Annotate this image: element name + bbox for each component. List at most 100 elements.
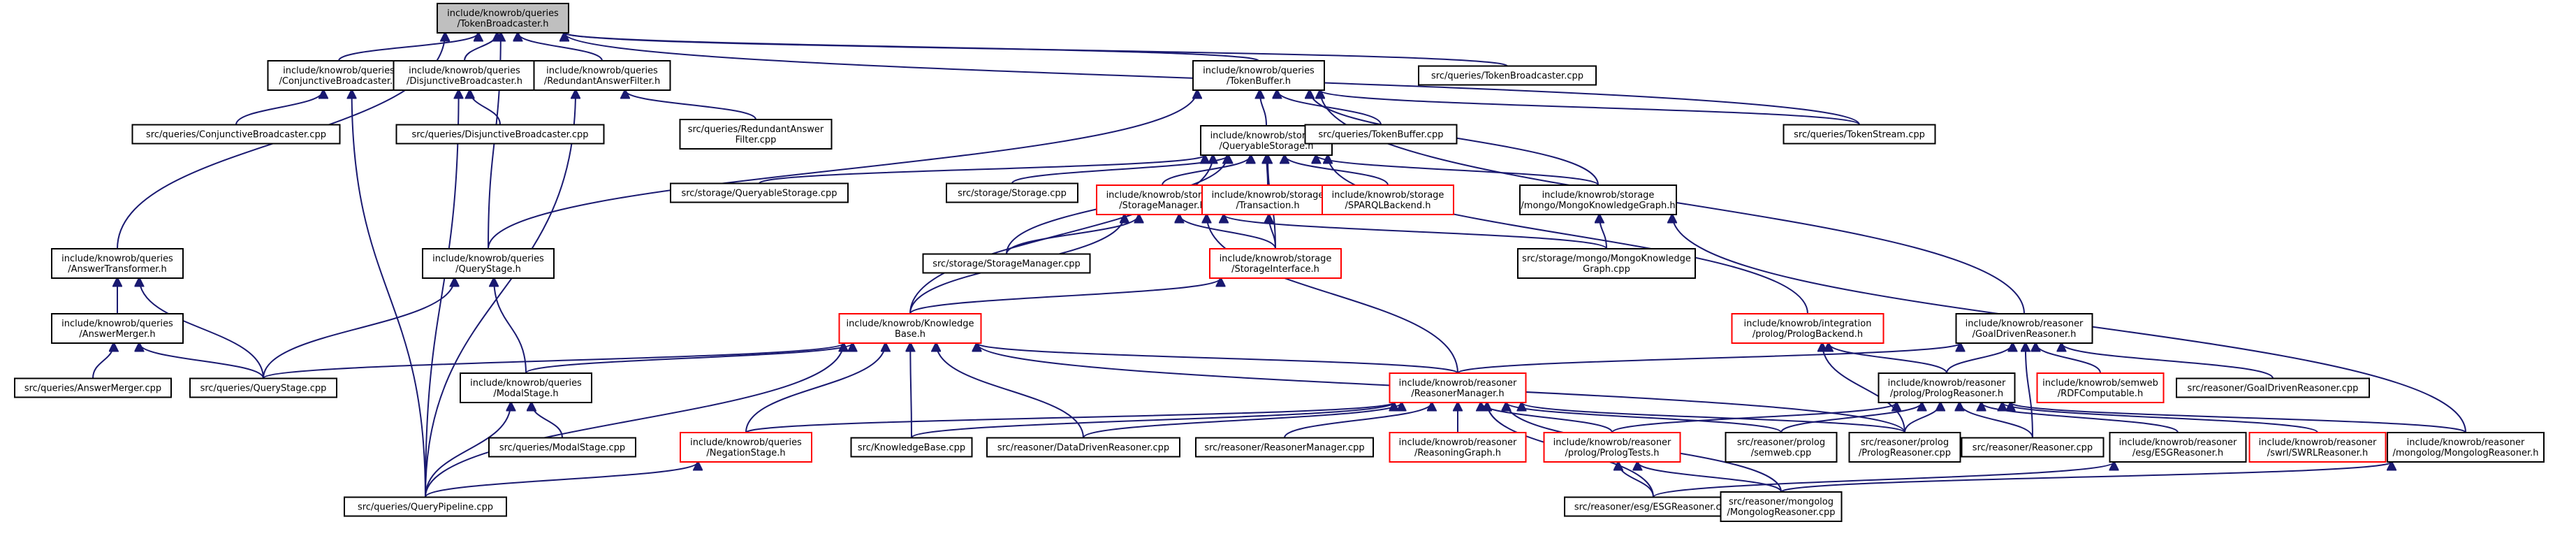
node-box [533,60,671,91]
edge-sm-to-qs [1162,155,1251,186]
node-label: src/storage/QueryableStorage.cpp [681,189,837,199]
node-label: src/queries/TokenStream.cpp [1794,130,1925,140]
node-raf[interactable]: include/knowrob/queries/RedundantAnswerF… [533,60,671,91]
node-rcpp[interactable]: src/reasoner/Reasoner.cpp [1961,437,2105,458]
node-am[interactable]: include/knowrob/queries/AnswerMerger.h [51,313,184,344]
node-box [2248,432,2387,463]
node-box [922,253,1091,274]
node-ppr[interactable]: include/knowrob/reasoner/prolog/PrologRe… [1878,372,2016,403]
edge-ppb-to-qs [1328,155,1808,314]
node-si[interactable]: include/knowrob/storage/StorageInterface… [1209,248,1342,279]
node-label: /SPARQLBackend.h [1345,201,1431,211]
node-rmcpp[interactable]: src/reasoner/ReasonerManager.cpp [1195,437,1374,458]
node-tb[interactable]: include/knowrob/queries/TokenBroadcaster… [437,3,569,34]
node-box [1192,60,1325,91]
node-qscpp[interactable]: src/storage/QueryableStorage.cpp [670,182,849,203]
node-tbufcpp[interactable]: src/queries/TokenBuffer.cpp [1304,124,1458,145]
node-label: include/knowrob/reasoner [1966,319,2084,329]
edge-mkgcpp-to-sm [1224,215,1607,249]
edge-qstcpp-to-am [139,343,264,379]
node-mongolog[interactable]: include/knowrob/reasoner/mongolog/Mongol… [2387,432,2545,463]
node-amcpp[interactable]: src/queries/AnswerMerger.cpp [14,377,172,398]
node-box [422,248,555,279]
node-cbcpp[interactable]: src/queries/ConjunctiveBroadcaster.cpp [131,124,341,145]
node-label: src/queries/QueryPipeline.cpp [358,502,493,513]
node-cb[interactable]: include/knowrob/queries/ConjunctiveBroad… [267,60,411,91]
node-ppt[interactable]: include/knowrob/reasoner/prolog/PrologTe… [1543,432,1681,463]
node-qst[interactable]: include/knowrob/queries/QueryStage.h [422,248,555,279]
edge-rcpp-to-ppr [1959,403,2033,438]
node-qpcpp[interactable]: src/queries/QueryPipeline.cpp [344,496,507,517]
edge-swcpp-to-ppr [1780,403,1922,433]
edge-si-to-sm [1179,215,1276,249]
node-box [680,432,812,463]
edge-pprcpp-to-ppb [1822,343,1905,433]
node-sparql[interactable]: include/knowrob/storage/SPARQLBackend.h [1322,184,1454,215]
node-tr[interactable]: include/knowrob/storage/Transaction.h [1201,184,1334,215]
node-tbcpp[interactable]: src/queries/TokenBroadcaster.cpp [1418,65,1597,86]
node-label: /TokenBroadcaster.h [457,19,548,29]
edge-qpcpp-to-raf [425,90,576,498]
edge-mongologcpp-to-ppt [1637,462,1782,493]
node-box [1783,124,1936,145]
node-rm[interactable]: include/knowrob/reasoner/ReasonerManager… [1389,372,1527,403]
edge-kb-to-qs [909,155,1213,314]
node-mongologcpp[interactable]: src/reasoner/mongolog/MongologReasoner.c… [1720,491,1843,522]
nodes-layer: include/knowrob/queries/TokenBroadcaster… [14,3,2545,522]
node-label: src/queries/AnswerMerger.cpp [24,384,161,394]
node-mscpp[interactable]: src/queries/ModalStage.cpp [488,437,636,458]
node-pprcpp[interactable]: src/reasoner/prolog/PrologReasoner.cpp [1848,432,1961,463]
node-label: Graph.cpp [1583,264,1630,275]
edge-rm-to-kb [977,343,1458,374]
node-box [189,377,337,398]
edge-qpcpp-to-ms [425,403,511,498]
node-ms[interactable]: include/knowrob/queries/ModalStage.h [460,372,592,403]
node-at[interactable]: include/knowrob/queries/AnswerTransforme… [51,248,184,279]
node-rafcpp[interactable]: src/queries/RedundantAnswerFilter.cpp [679,119,833,150]
node-label: /prolog/PrologReasoner.h [1890,389,2003,399]
node-box [14,377,172,398]
edge-ddrcpp-to-rm [1083,403,1402,439]
node-box [1878,372,2016,403]
edge-pprcpp-to-rm [1522,403,1905,433]
node-swrl[interactable]: include/knowrob/reasoner/swrl/SWRLReason… [2248,432,2387,463]
node-kb[interactable]: include/knowrob/KnowledgeBase.h [838,313,982,344]
edge-mongolog-to-ppr [2011,403,2466,433]
node-esgcpp[interactable]: src/reasoner/esg/ESGReasoner.cpp [1564,496,1743,517]
edge-qstcpp-to-kb [263,343,844,379]
node-tscpp[interactable]: src/queries/TokenStream.cpp [1783,124,1936,145]
node-dbcpp[interactable]: src/queries/DisjunctiveBroadcaster.cpp [395,124,605,145]
node-qstcpp[interactable]: src/queries/QueryStage.cpp [189,377,337,398]
node-ns[interactable]: include/knowrob/queries/NegationStage.h [680,432,812,463]
node-tbuf[interactable]: include/knowrob/queries/TokenBuffer.h [1192,60,1325,91]
node-label: /MongologReasoner.cpp [1727,507,1835,518]
node-ddrcpp[interactable]: src/reasoner/DataDrivenReasoner.cpp [986,437,1180,458]
node-label: src/reasoner/DataDrivenReasoner.cpp [997,443,1169,454]
node-ppb[interactable]: include/knowrob/integration/prolog/Prolo… [1731,313,1885,344]
node-box [1209,248,1342,279]
node-label: include/knowrob/semweb [2042,378,2158,389]
node-box [1725,432,1838,463]
node-label: include/knowrob/reasoner [1888,378,2006,389]
node-box [1195,437,1374,458]
edge-ppr-to-ppb [1829,343,1947,374]
node-mkg[interactable]: include/knowrob/storage/mongo/MongoKnowl… [1519,184,1677,215]
node-esg[interactable]: include/knowrob/reasoner/esg/ESGReasoner… [2109,432,2247,463]
node-kbcpp[interactable]: src/KnowledgeBase.cpp [850,437,973,458]
node-label: Base.h [895,329,925,340]
node-label: src/reasoner/GoalDrivenReasoner.cpp [2188,384,2359,394]
node-smcpp[interactable]: src/storage/StorageManager.cpp [922,253,1091,274]
node-box [679,119,833,150]
node-rdf[interactable]: include/knowrob/semweb/RDFComputable.h [2036,372,2165,403]
node-mkgcpp[interactable]: src/storage/mongo/MongoKnowledgeGraph.cp… [1517,248,1696,279]
node-swcpp[interactable]: src/reasoner/prolog/semweb.cpp [1725,432,1838,463]
node-db[interactable]: include/knowrob/queries/DisjunctiveBroad… [393,60,536,91]
node-gdr[interactable]: include/knowrob/reasoner/GoalDrivenReaso… [1955,313,2093,344]
node-gdrcpp[interactable]: src/reasoner/GoalDrivenReasoner.cpp [2176,377,2370,398]
edge-rcpp-to-gdr [2026,343,2033,438]
node-stcpp[interactable]: src/storage/Storage.cpp [946,182,1078,203]
node-box [2036,372,2165,403]
node-rg[interactable]: include/knowrob/reasoner/ReasoningGraph.… [1389,432,1527,463]
edge-esgcpp-to-ppt [1618,462,1654,498]
node-box [131,124,341,145]
